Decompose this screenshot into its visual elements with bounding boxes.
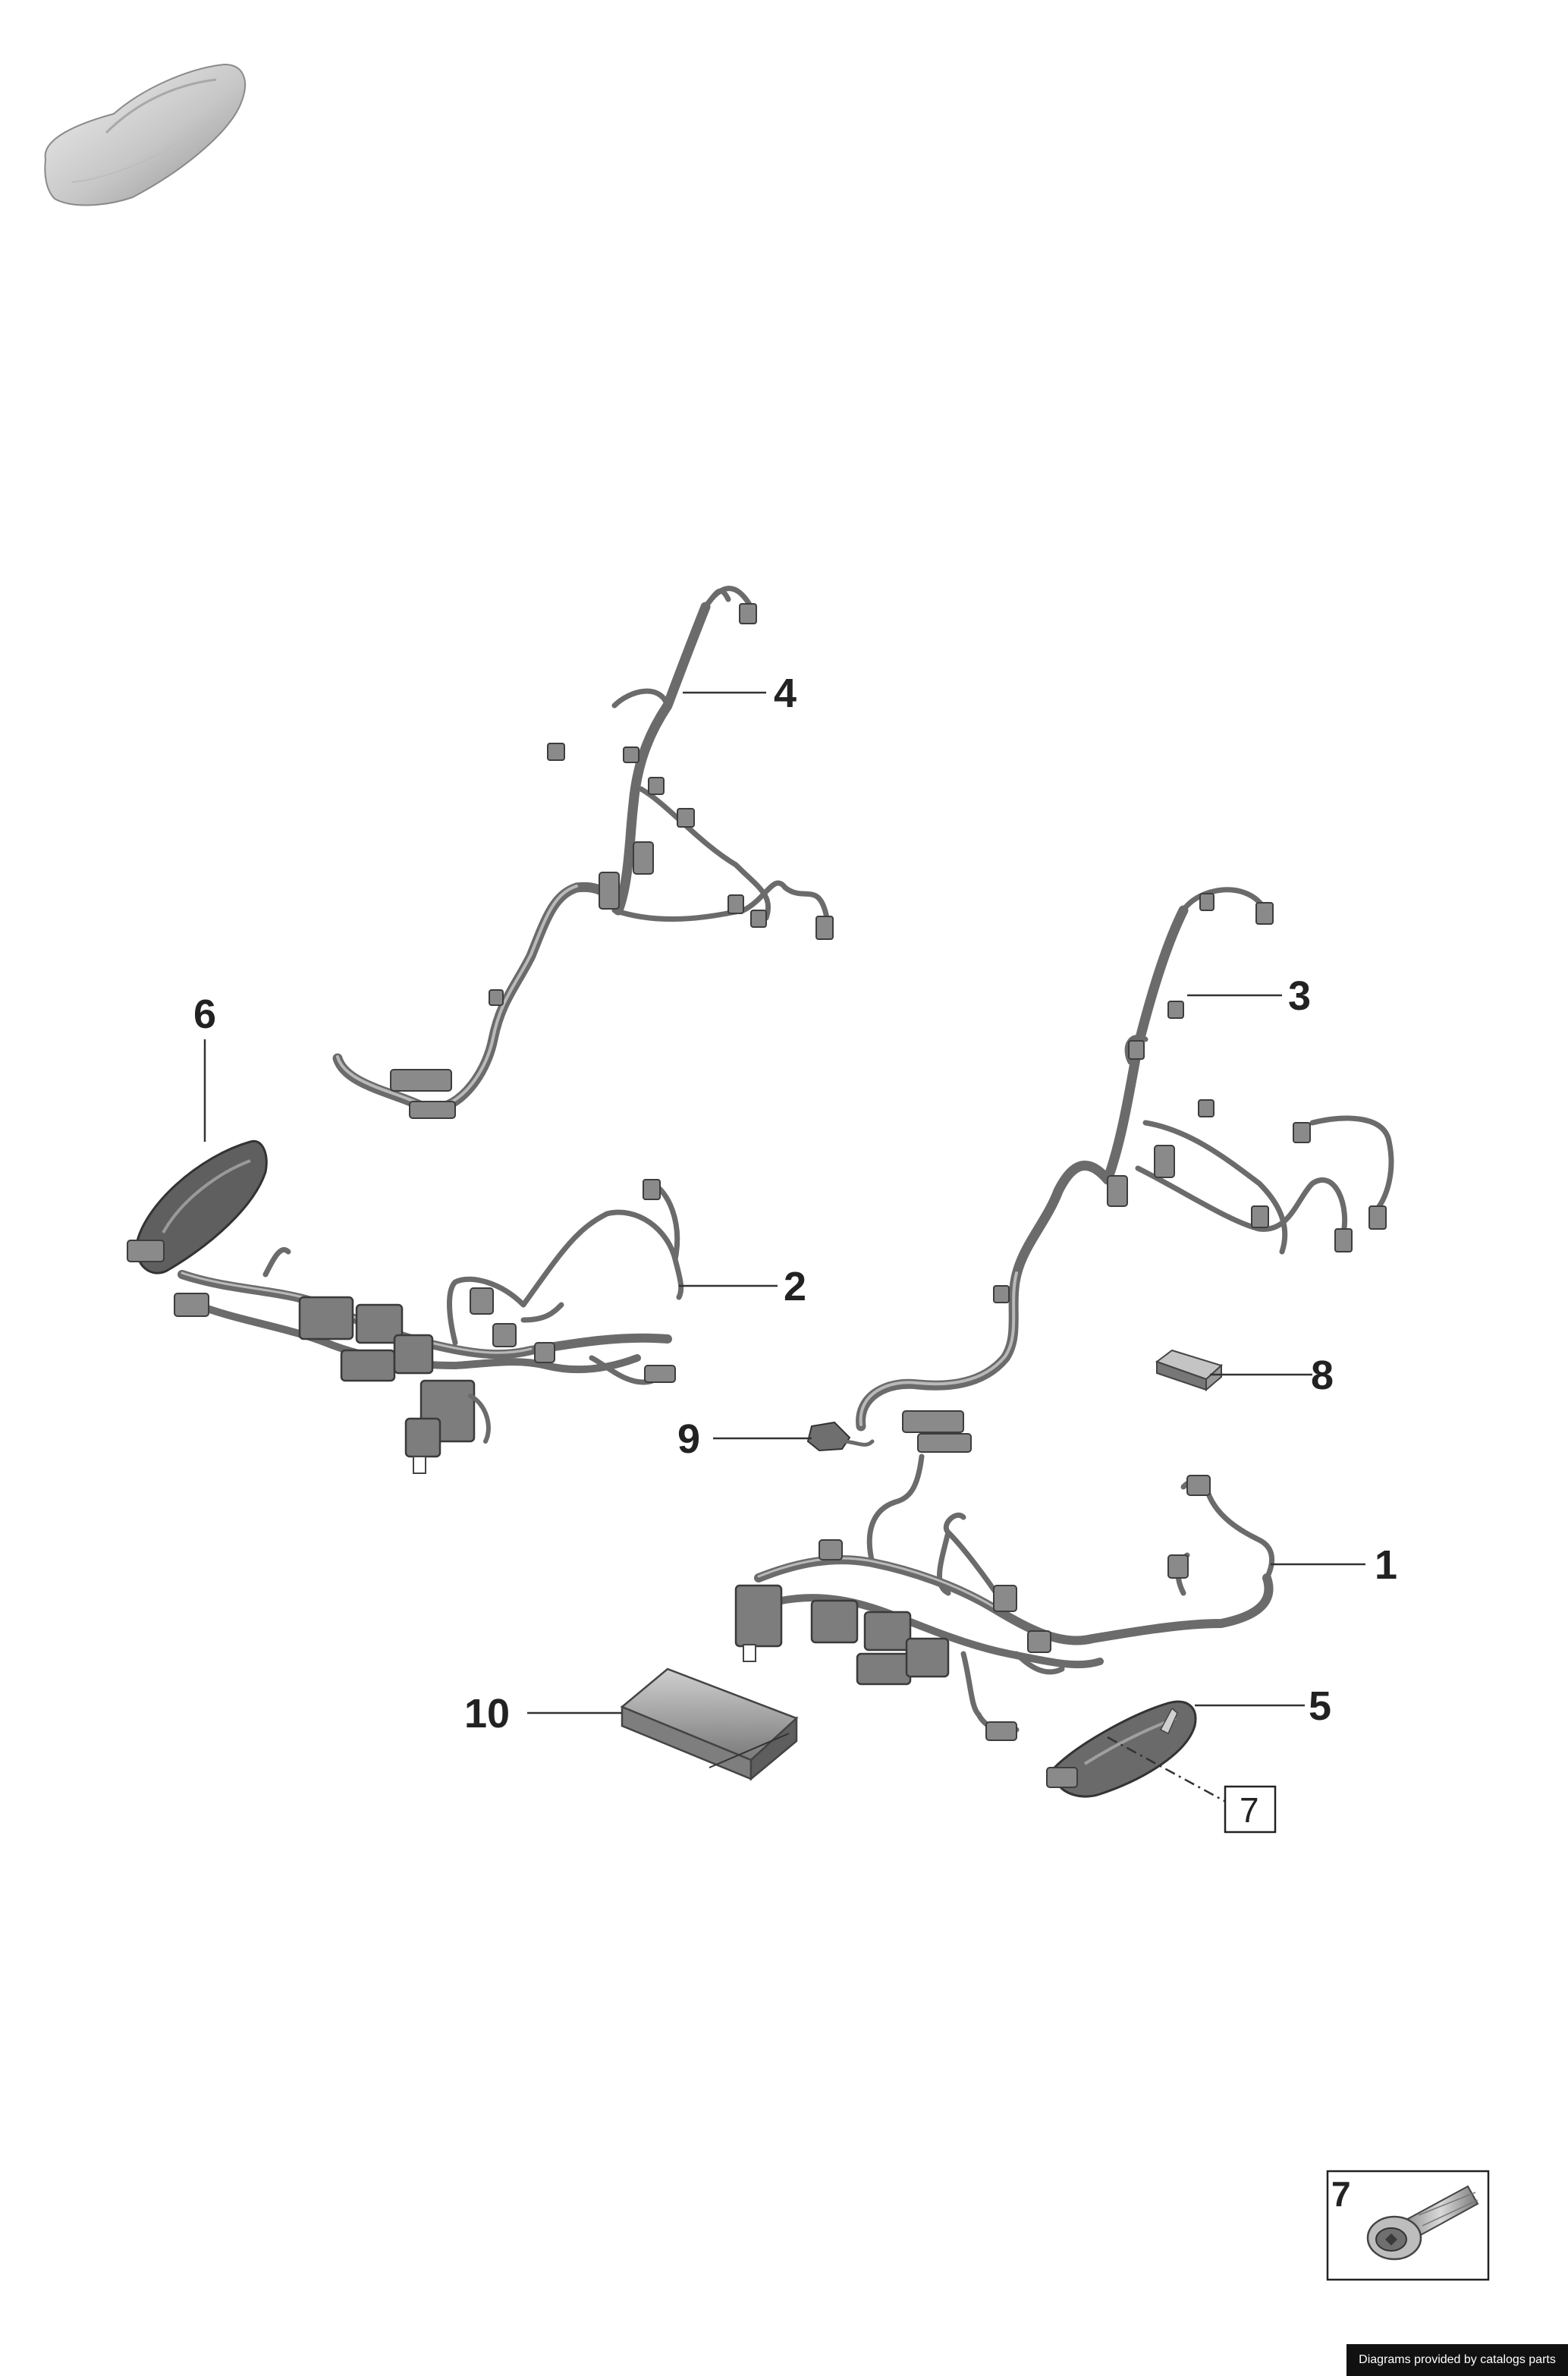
callout-7-box xyxy=(1224,1785,1277,1834)
callout-6[interactable]: 6 xyxy=(193,992,216,1037)
callouts: 4 3 6 2 8 9 1 5 10 7 xyxy=(193,671,1397,1834)
callout-1[interactable]: 1 xyxy=(1375,1542,1397,1588)
callout-3[interactable]: 3 xyxy=(1288,973,1311,1019)
control-module-10 xyxy=(620,1667,799,1781)
inset-part-7: 7 xyxy=(1326,2170,1490,2281)
leader-lines xyxy=(203,691,1365,1807)
callout-7[interactable]: 7 xyxy=(1240,1790,1259,1830)
diagram-credit: Diagrams provided by catalogs parts xyxy=(1346,2344,1568,2376)
callout-4[interactable]: 4 xyxy=(774,671,797,716)
callout-5[interactable]: 5 xyxy=(1309,1683,1331,1729)
callout-2[interactable]: 2 xyxy=(784,1264,806,1309)
bolt-icon xyxy=(1366,2185,1479,2261)
vehicle-icon xyxy=(44,63,246,206)
wiring-harness-2 xyxy=(174,1179,684,1474)
callout-10[interactable]: 10 xyxy=(464,1691,510,1736)
wiring-harness-3 xyxy=(856,887,1394,1453)
seat-switch-6 xyxy=(127,1139,268,1274)
seat-switch-5 xyxy=(1046,1700,1197,1798)
connector-9 xyxy=(806,1421,875,1452)
wiring-harness-4 xyxy=(332,586,834,1119)
wiring-harness-1 xyxy=(734,1454,1275,1741)
callout-9[interactable]: 9 xyxy=(677,1416,700,1462)
inset-label-7: 7 xyxy=(1331,2174,1351,2214)
callout-8[interactable]: 8 xyxy=(1311,1353,1334,1398)
control-unit-8 xyxy=(1155,1349,1223,1392)
